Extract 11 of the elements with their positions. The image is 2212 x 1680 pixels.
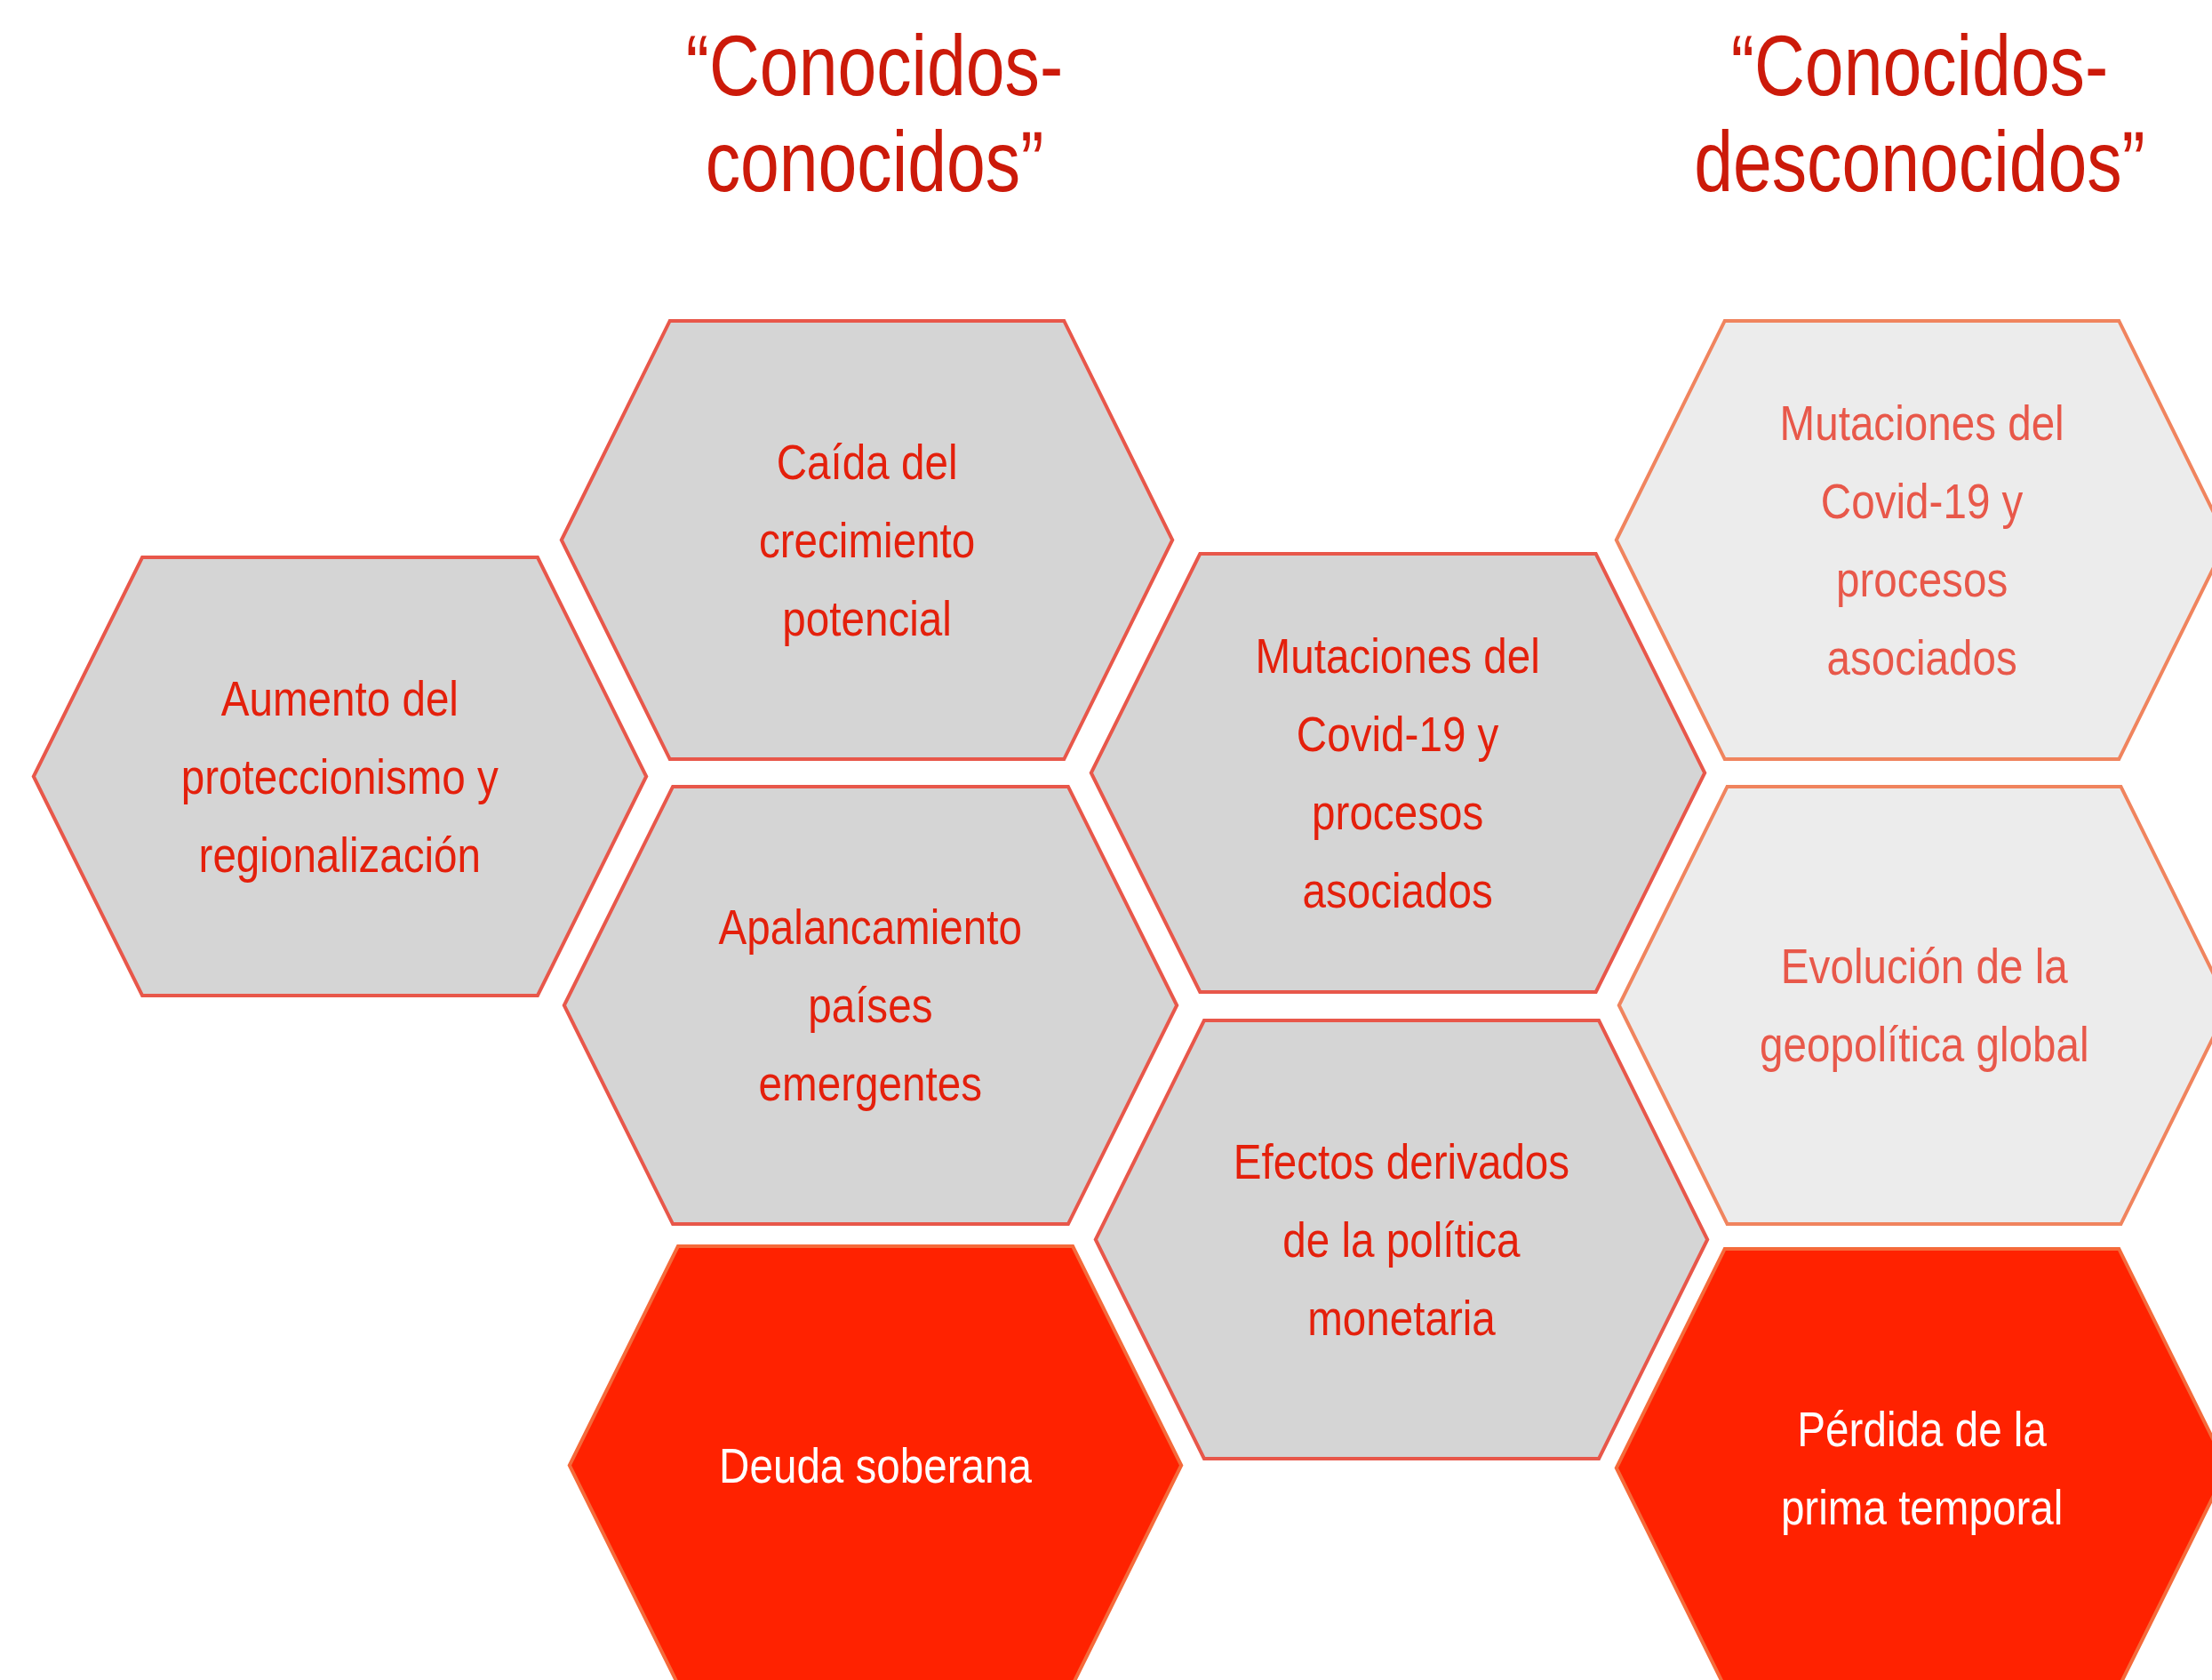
column-heading: “Conocidos-conocidos” [684, 18, 1065, 210]
hexagon-text: Evolución de la geopolítica global [1758, 937, 2090, 1074]
column-heading: “Conocidos-desconocidos” [1693, 18, 2146, 210]
hexagon-text: Mutaciones del Covid-19 y procesos asociados [1778, 393, 2065, 687]
hexagon-text: Aumento del proteccionismo y regionalización [180, 668, 500, 884]
hexagon-text: Deuda soberana [719, 1436, 1032, 1495]
hexagon-text: Apalancamiento países emergentes [717, 898, 1024, 1113]
hexagon-text: Pérdida de la prima temporal [1779, 1399, 2064, 1537]
hexagon-text: Mutaciones del Covid-19 y procesos asociados [1254, 626, 1542, 920]
hexagon-text: Efectos derivados de la política monetaria [1232, 1132, 1571, 1348]
hexagon-text: Caída del crecimiento potencial [757, 432, 977, 648]
